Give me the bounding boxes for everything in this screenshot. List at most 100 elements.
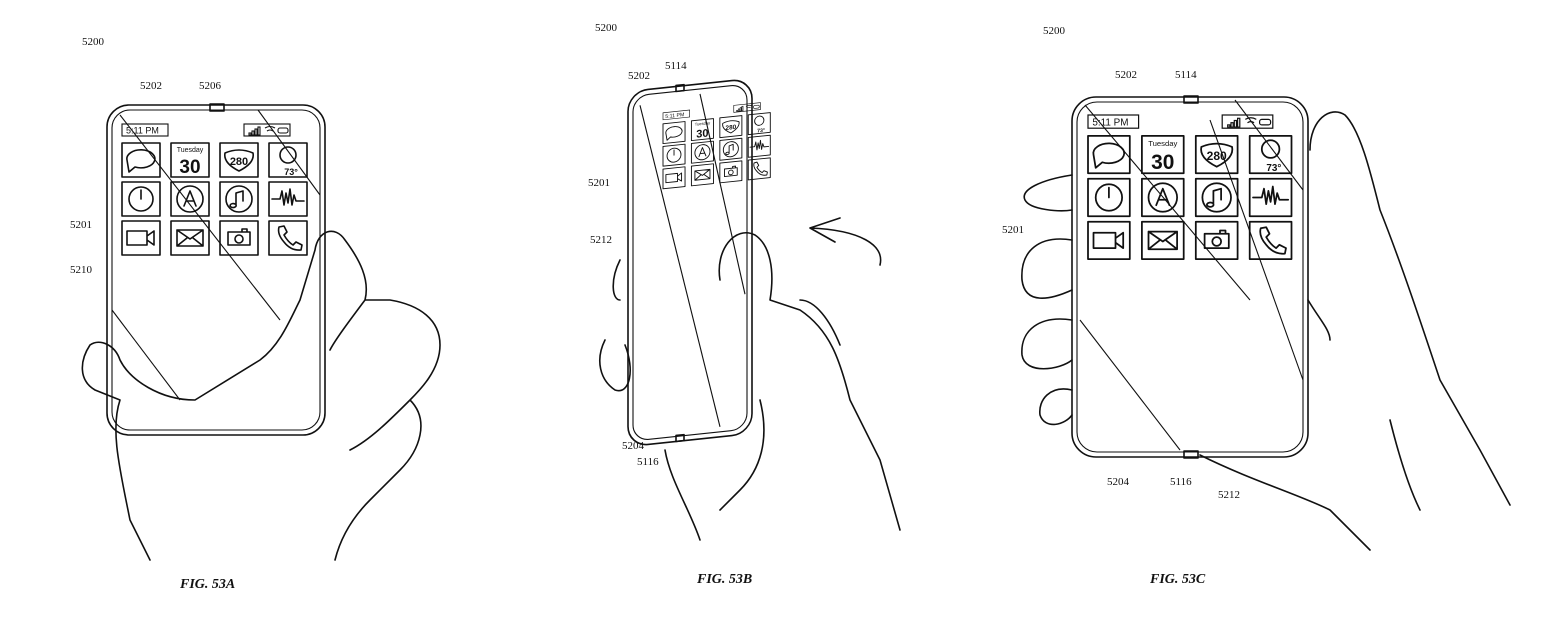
battery-icon <box>753 104 760 109</box>
weather-icon <box>279 146 297 164</box>
calendar-day: Tuesday <box>695 120 711 127</box>
music-icon <box>722 141 739 158</box>
clock-icon <box>1094 183 1123 212</box>
app-tile <box>121 181 161 217</box>
ref-5202: 5202 <box>1115 69 1137 81</box>
app-tile <box>1141 135 1185 175</box>
status-bar-box <box>733 102 761 113</box>
signal-icon <box>254 128 258 136</box>
app-tile <box>690 163 714 187</box>
app-app-store[interactable] <box>170 181 210 217</box>
app-music[interactable] <box>219 181 259 217</box>
app-messages[interactable] <box>121 142 161 178</box>
sensor <box>209 103 225 112</box>
ref-5116: 5116 <box>637 456 659 468</box>
sensor-top <box>675 83 685 93</box>
temperature: 73° <box>284 167 298 177</box>
app-tile <box>1248 135 1293 175</box>
app-messages[interactable] <box>1087 135 1131 175</box>
app-tile <box>662 143 686 167</box>
app-tile <box>1087 177 1131 218</box>
app-voice-memo[interactable] <box>1248 177 1293 218</box>
app-tile <box>170 220 210 256</box>
app-mail[interactable] <box>1141 220 1185 260</box>
signal-icon <box>1233 119 1238 128</box>
phone-display <box>632 85 748 440</box>
route-number: 280 <box>230 156 248 168</box>
status-time: 5:11 PM <box>1092 117 1128 128</box>
ref-5200: 5200 <box>1043 25 1066 37</box>
app-tile <box>747 157 771 181</box>
app-music[interactable] <box>1194 177 1239 218</box>
ref-5212: 5212 <box>1218 489 1240 501</box>
signal-icon <box>248 132 252 136</box>
app-clock[interactable] <box>1087 177 1131 218</box>
battery-icon <box>1258 118 1272 126</box>
phone-display <box>1076 101 1304 453</box>
status-icons <box>243 123 291 137</box>
app-voice-memo[interactable] <box>268 181 308 217</box>
phone-icon <box>277 225 303 251</box>
ref-5210: 5210 <box>70 264 93 276</box>
app-store-icon <box>1147 182 1178 213</box>
weather-icon <box>1260 139 1281 159</box>
app-tile <box>1194 135 1239 175</box>
route-number: 280 <box>1207 149 1227 163</box>
sensor-top <box>1183 95 1199 104</box>
music-icon <box>1201 182 1232 213</box>
app-clock[interactable] <box>121 181 161 217</box>
signal-icon <box>739 107 742 112</box>
figure-caption: FIG. 53C <box>1149 572 1206 587</box>
app-weather[interactable]: 73° <box>268 142 308 178</box>
app-app-store[interactable] <box>1141 177 1185 218</box>
app-mail[interactable] <box>690 163 714 187</box>
app-weather[interactable]: 73° <box>1248 135 1293 175</box>
app-messages[interactable] <box>662 121 686 145</box>
app-video-camera[interactable] <box>1087 220 1131 260</box>
app-camera[interactable] <box>219 220 259 256</box>
app-app-store[interactable] <box>690 140 714 164</box>
app-tile <box>1087 220 1131 260</box>
temperature: 73° <box>757 128 765 135</box>
ref-5114: 5114 <box>1175 69 1197 81</box>
signal-icon <box>1236 117 1241 128</box>
app-maps[interactable]: 280 <box>219 142 259 178</box>
app-music[interactable] <box>719 137 743 161</box>
app-camera[interactable] <box>1194 220 1239 260</box>
status-time: 5:11 PM <box>126 126 159 136</box>
app-tile <box>1087 135 1131 175</box>
app-video-camera[interactable] <box>121 220 161 256</box>
status-icons <box>733 102 761 113</box>
voice-memo-icon <box>271 188 305 206</box>
app-tile <box>219 220 259 256</box>
app-store-icon <box>176 185 204 213</box>
app-voice-memo[interactable] <box>747 134 771 158</box>
app-phone[interactable] <box>1248 220 1293 260</box>
app-maps[interactable]: 280 <box>1194 135 1239 175</box>
app-phone[interactable] <box>268 220 308 256</box>
app-phone[interactable] <box>747 157 771 181</box>
sensor-bottom <box>675 433 685 443</box>
app-tile <box>1248 220 1293 260</box>
app-mail[interactable] <box>170 220 210 256</box>
maps-icon <box>223 149 255 172</box>
app-video-camera[interactable] <box>662 166 686 190</box>
app-maps[interactable]: 280 <box>719 115 743 139</box>
app-tile <box>747 134 771 158</box>
signal-icon <box>1227 124 1231 128</box>
clock-icon <box>128 186 154 212</box>
signal-icon <box>1230 122 1234 128</box>
app-camera[interactable] <box>719 160 743 184</box>
app-clock[interactable] <box>662 143 686 167</box>
app-tile <box>121 142 161 178</box>
app-tile <box>662 166 686 190</box>
app-tile <box>170 142 210 178</box>
maps-icon <box>722 120 740 134</box>
app-weather[interactable]: 73° <box>747 112 771 136</box>
